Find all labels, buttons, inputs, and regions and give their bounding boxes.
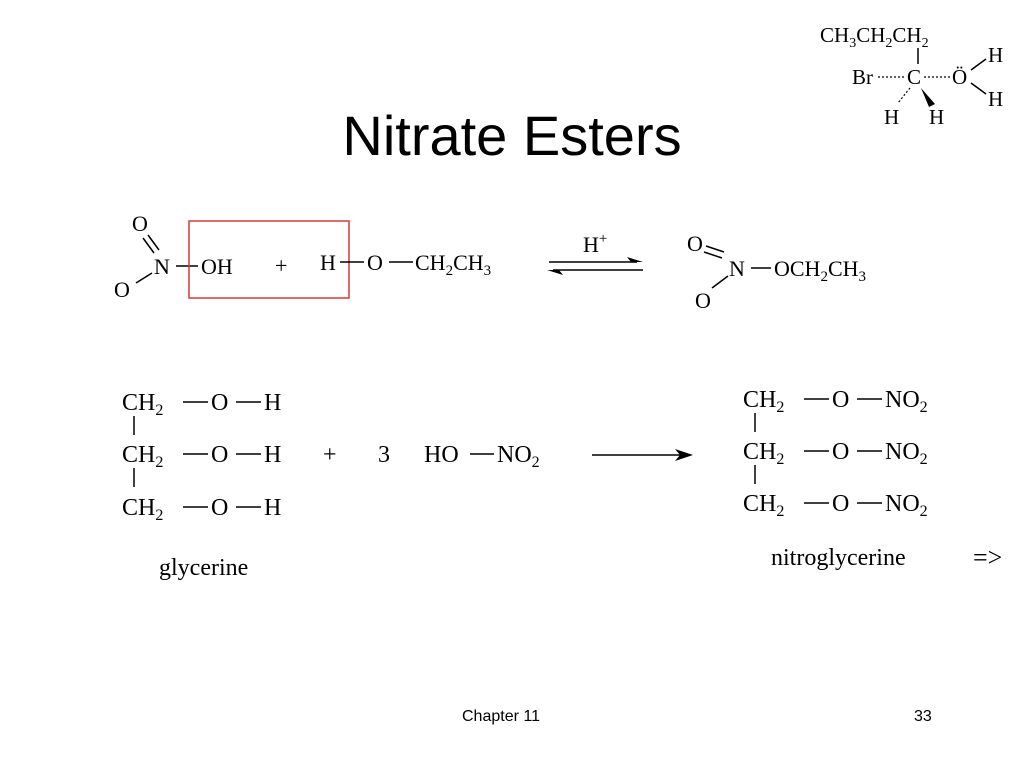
r1-nitric-bottom-o: O	[114, 277, 130, 302]
nitroglycerine-row-1-ch2: CH2	[743, 387, 784, 416]
nitroglycerine-label: nitroglycerine	[771, 545, 906, 571]
glycerine-row-1-ch2: CH2	[122, 390, 163, 419]
footer-page-number: 33	[914, 708, 932, 725]
corner-bond-h-left	[897, 87, 911, 104]
corner-o: Ö	[952, 65, 967, 89]
r1-plus: +	[275, 253, 287, 278]
r2-plus: +	[323, 442, 337, 468]
corner-bond-h-bottom	[970, 82, 987, 95]
next-slide-arrow[interactable]: =>	[973, 543, 1002, 572]
nitroglycerine-row-3-no2: NO2	[885, 491, 928, 520]
r1-product-bottom-o: O	[695, 288, 711, 313]
glycerine-row-1-o: O	[211, 390, 228, 416]
r1-nitric-top-o: O	[132, 211, 148, 236]
nitroglycerine-row-3-o: O	[832, 491, 849, 517]
corner-structure: CH3CH2CH2 Br C Ö H H H H	[820, 23, 1003, 129]
r1-product-bond-n-bottom	[711, 275, 729, 289]
corner-chain-label: CH3CH2CH2	[820, 23, 929, 51]
r2-nitric-ho: HO	[424, 442, 459, 468]
r1-product-och2ch3: OCH2CH3	[774, 256, 866, 285]
r1-forward-arrowhead	[627, 257, 643, 262]
r1-ethanol-ch2ch3: CH2CH3	[415, 250, 491, 279]
corner-h-top-right: H	[988, 43, 1003, 67]
corner-br: Br	[852, 65, 873, 89]
corner-h-bottom-mid: H	[929, 105, 944, 129]
nitroglycerine-row-1-o: O	[832, 387, 849, 413]
corner-h-bottom-right: H	[988, 87, 1003, 111]
glycerine-structure: CH2 O H CH2 O H CH2 O H glycerine	[122, 390, 281, 581]
glycerine-row-1-h: H	[264, 390, 281, 416]
glycerine-row-2-o: O	[211, 442, 228, 468]
r1-catalyst: H+	[583, 231, 607, 257]
nitroglycerine-structure: CH2 O NO2 CH2 O NO2 CH2 O NO2 nitroglyce…	[743, 387, 928, 571]
corner-bond-h-top	[970, 58, 987, 71]
r2-coefficient: 3	[378, 442, 390, 468]
nitroglycerine-row-2-no2: NO2	[885, 439, 928, 468]
slide-title: Nitrate Esters	[342, 104, 682, 167]
nitroglycerine-row-2-ch2: CH2	[743, 439, 784, 468]
reaction-2: CH2 O H CH2 O H CH2 O H glycerine +	[122, 387, 1002, 581]
r1-product-top-o: O	[687, 231, 703, 256]
r2-reaction-arrowhead	[675, 449, 693, 461]
r1-double-bond-a	[142, 237, 155, 254]
r1-double-bond-b	[147, 234, 160, 251]
r1-nitric-n: N	[154, 254, 170, 279]
r1-product-double-bond-b	[705, 245, 725, 253]
nitroglycerine-row-1-no2: NO2	[885, 387, 928, 416]
nitroglycerine-row-3-ch2: CH2	[743, 491, 784, 520]
r1-ethanol-h: H	[320, 250, 336, 275]
r1-reverse-arrowhead	[547, 270, 563, 275]
r1-nitric-oh: OH	[201, 254, 233, 279]
glycerine-row-2-ch2: CH2	[122, 442, 163, 471]
glycerine-row-3-o: O	[211, 495, 228, 521]
nitroglycerine-row-2-o: O	[832, 439, 849, 465]
reaction-1: O N OH O + H O CH2CH3 H+	[114, 211, 866, 313]
glycerine-row-3-h: H	[264, 495, 281, 521]
r1-highlight-box	[188, 220, 350, 299]
r1-bond-n-o	[135, 272, 153, 284]
footer-chapter: Chapter 11	[462, 708, 540, 725]
corner-wedge-bond	[921, 88, 935, 107]
glycerine-label: glycerine	[159, 555, 248, 581]
corner-c: C	[907, 65, 921, 89]
r1-product-n: N	[729, 256, 745, 281]
glycerine-row-2-h: H	[264, 442, 281, 468]
corner-h-bottom-left: H	[884, 105, 899, 129]
r2-nitric-no2: NO2	[497, 442, 540, 471]
glycerine-row-3-ch2: CH2	[122, 495, 163, 524]
r1-product-double-bond-a	[703, 251, 723, 259]
r1-ethanol-o: O	[367, 250, 383, 275]
